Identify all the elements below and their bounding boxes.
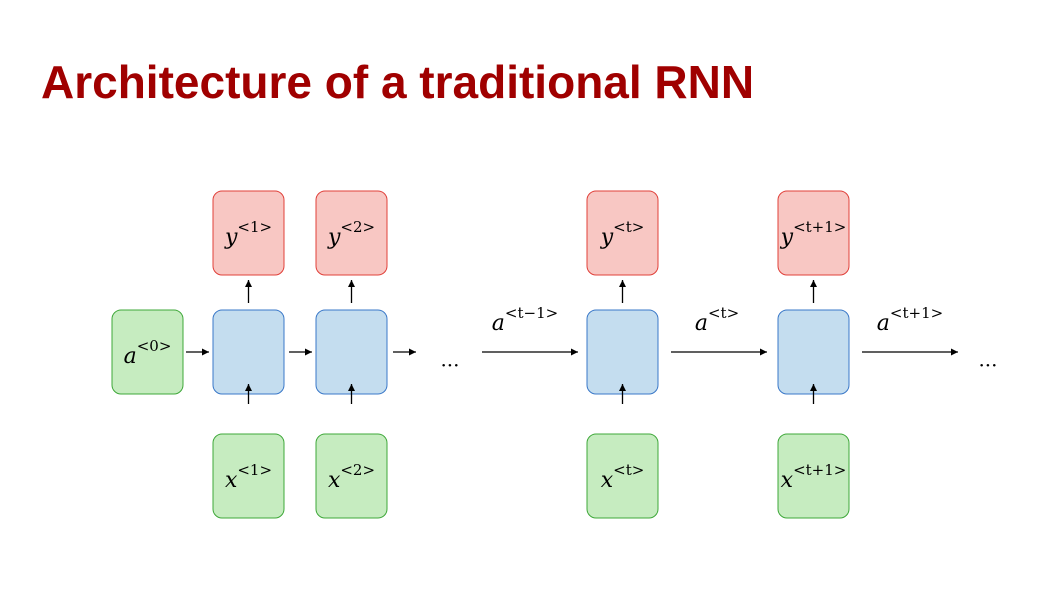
transition-label-3: a<t+1> [877,304,943,336]
input-box-2 [315,433,388,519]
output-box-4 [777,190,850,276]
initial-state-box [111,309,184,395]
transition-label-2: a<t> [695,304,739,336]
hidden-state-box-1 [212,309,285,395]
output-label-3: y<t> [600,218,645,250]
output-box-1 [212,190,285,276]
hidden-state-box-3 [586,309,659,395]
slide-title: Architecture of a traditional RNN [41,56,755,108]
input-label-2: x<2> [328,461,375,493]
ellipsis-1: ··· [440,353,459,377]
output-label-4: y<t+1> [780,218,847,250]
input-label-4: x<t+1> [781,461,847,493]
initial-state-label: a<0> [124,337,172,369]
transition-label-1: a<t−1> [492,304,558,336]
input-label-1: x<1> [225,461,272,493]
hidden-state-box-2 [315,309,388,395]
output-label-1: y<1> [224,218,272,250]
output-box-3 [586,190,659,276]
hidden-state-box-4 [777,309,850,395]
ellipsis-2: ··· [978,353,997,377]
input-box-1 [212,433,285,519]
input-box-4 [777,433,850,519]
input-box-3 [586,433,659,519]
output-label-2: y<2> [327,218,375,250]
output-box-2 [315,190,388,276]
input-label-3: x<t> [601,461,645,493]
